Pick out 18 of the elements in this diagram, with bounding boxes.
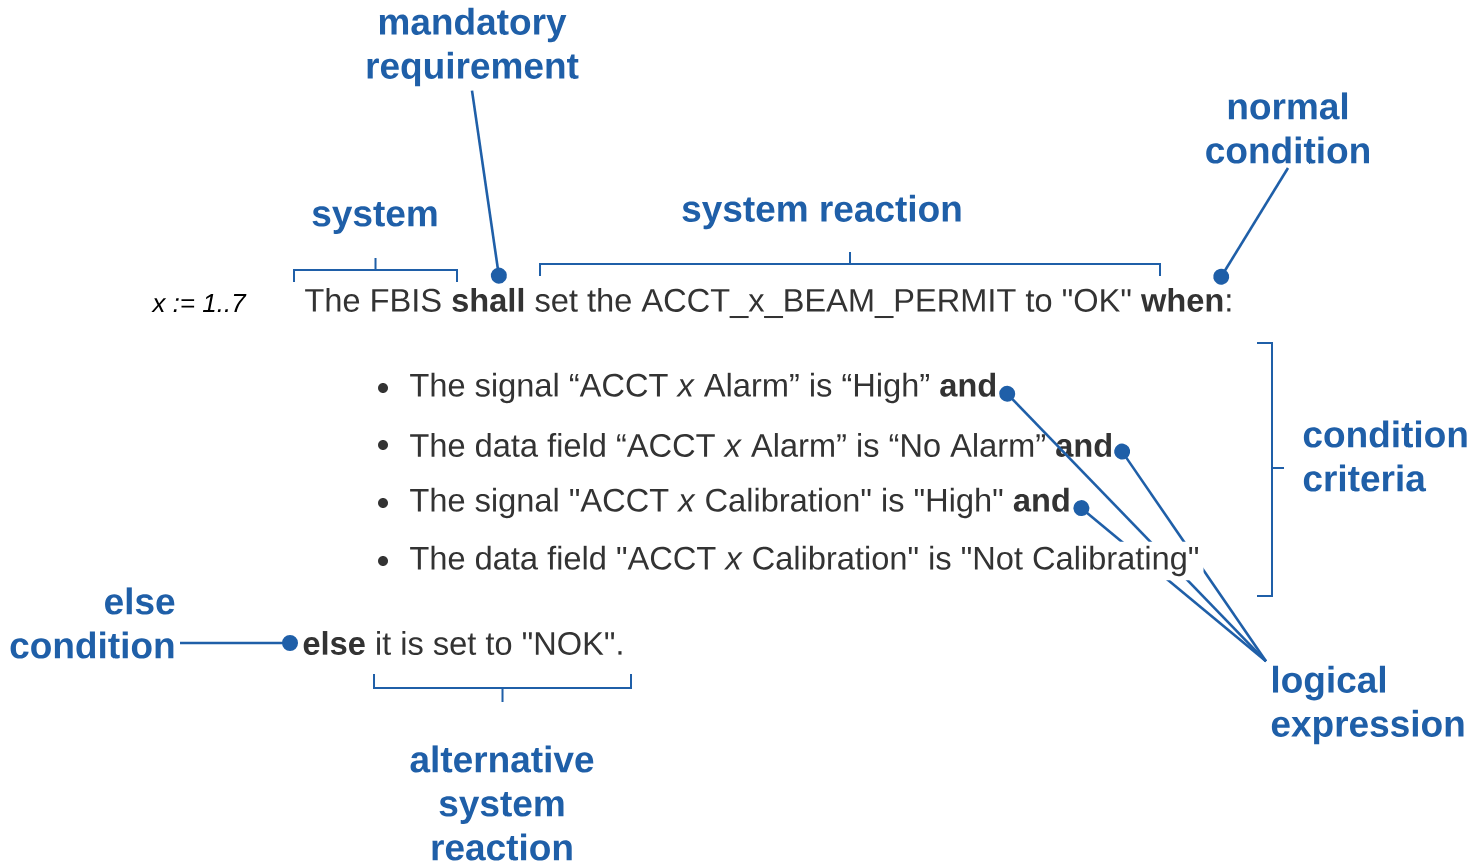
callout-label: alternative system reaction — [376, 741, 628, 862]
callout-label: logical expression — [1271, 665, 1464, 745]
callout-label: mandatory requirement — [367, 7, 579, 87]
leader-line — [1213, 167, 1290, 285]
callout-label: condition criteria — [1298, 416, 1473, 496]
callout-label: system reaction — [677, 190, 967, 234]
callout-label: else condition — [10, 587, 175, 659]
callout-label: system — [307, 198, 443, 238]
bullet-text: The signal "ACCT x Calibration" is "High" and — [410, 487, 1069, 519]
callout-label: normal condition — [1206, 92, 1369, 164]
leader-line — [180, 635, 298, 651]
variable-range: x := 1..7 — [148, 290, 250, 316]
leader-line — [470, 90, 507, 284]
requirement-text: The FBIS shall set the ACCT_x_BEAM_PERMIT to "OK" when: — [305, 287, 1231, 319]
requirement-text: else it is set to "NOK". — [303, 631, 622, 655]
bullet-text: The data field "ACCT x Calibration" is "Not Calibrating" — [405, 541, 1204, 581]
bullet-text: The signal “ACCT x Alarm” is “High” and — [410, 372, 996, 404]
bullet-text: The data field “ACCT x Alarm” is “No Alarm” and — [410, 433, 1112, 457]
